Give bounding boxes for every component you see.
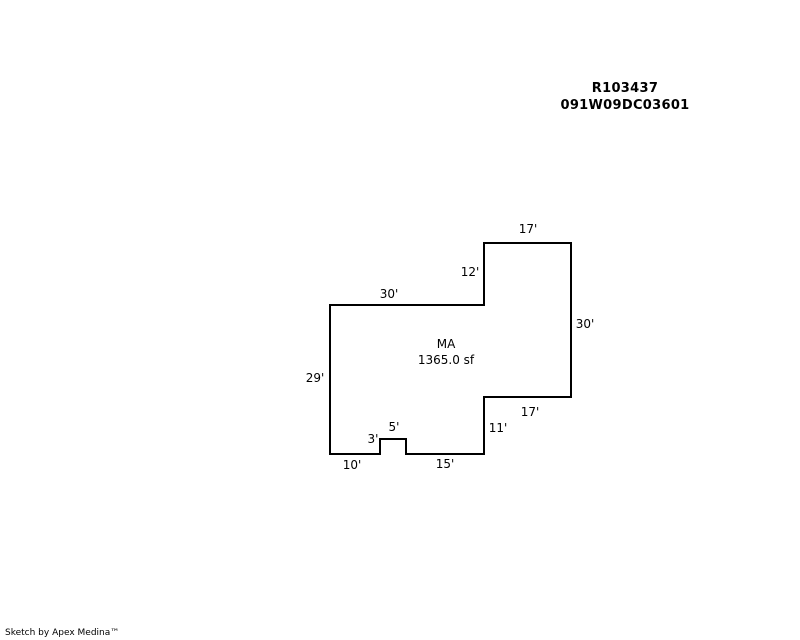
dim-bump-width: 5'	[389, 420, 400, 434]
map-id: 091W09DC03601	[560, 98, 690, 113]
dim-bottom-right-width: 15'	[436, 457, 455, 471]
dim-right-height: 30'	[576, 317, 595, 331]
dim-notch-width: 17'	[521, 405, 540, 419]
parcel-header: R103437 091W09DC03601	[540, 80, 710, 114]
dim-left-height: 29'	[306, 371, 325, 385]
parcel-id: R103437	[591, 81, 659, 96]
area-value-label: 1365.0 sf	[418, 353, 475, 367]
dim-bump-height: 3'	[368, 432, 379, 446]
sketch-credit: Sketch by Apex Medina™	[5, 628, 120, 638]
dim-top-right-width: 17'	[519, 222, 538, 236]
dim-step-height: 12'	[461, 265, 480, 279]
dim-top-left-width: 30'	[380, 287, 399, 301]
area-code-label: MA	[437, 337, 456, 351]
building-outline	[329, 242, 572, 455]
dim-notch-height: 11'	[489, 421, 508, 435]
dim-bottom-left-width: 10'	[343, 458, 362, 472]
